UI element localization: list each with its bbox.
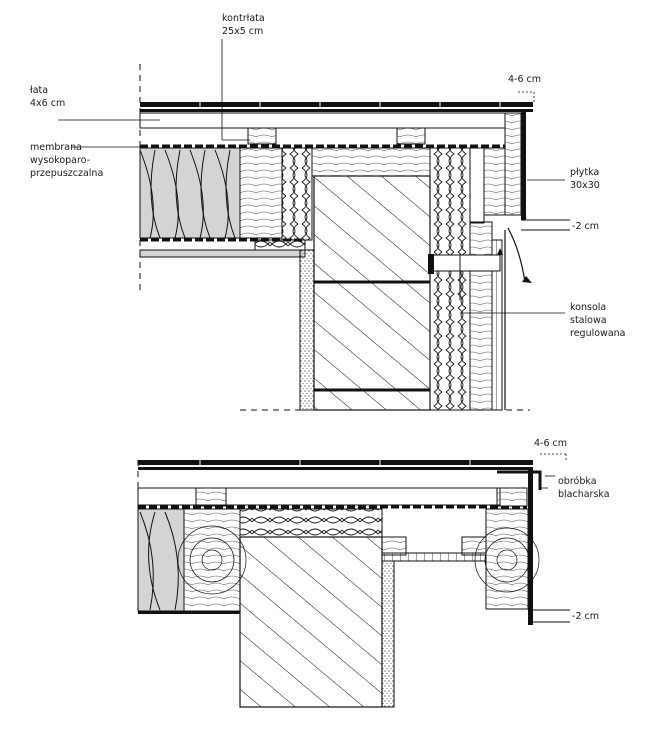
label-membrana-line3: przepuszczalna xyxy=(30,168,103,179)
label-lata-size: 4x6 cm xyxy=(30,98,65,109)
soffit-board xyxy=(381,552,487,562)
roof-insulation xyxy=(139,147,241,239)
label-kontrlata: kontrłata xyxy=(222,13,265,24)
roof-covering-second xyxy=(140,109,533,112)
dimension-top-gap: -2 cm xyxy=(572,221,599,232)
insulation-strip xyxy=(281,147,313,241)
label-kontrlata-size: 25x5 cm xyxy=(222,26,263,37)
label-konsola-line2: stalowa xyxy=(570,315,607,326)
tile-panel xyxy=(521,112,526,220)
facade-cladding xyxy=(469,221,493,411)
label-membrana-line2: wysokoparo- xyxy=(30,155,90,166)
dimension-bottom-gap: -2 cm xyxy=(572,611,599,622)
counter-batten xyxy=(396,127,426,145)
label-plytka: płytka xyxy=(570,167,599,178)
batten-layer xyxy=(137,487,501,506)
label-obrobka: obróbka xyxy=(558,476,597,487)
bottom-detail: 4-6 cm obróbka blacharska -2 cm xyxy=(137,438,610,708)
label-plytka-size: 30x30 xyxy=(570,180,600,191)
dimension-top-overhang: 4-6 cm xyxy=(508,74,541,85)
interior-plaster xyxy=(381,560,395,708)
fascia-flashing xyxy=(528,470,533,625)
dimension-bottom-overhang: 4-6 cm xyxy=(534,438,567,449)
interior-plaster xyxy=(299,249,315,411)
label-konsola-line3: regulowana xyxy=(570,328,625,339)
label-lata: łata xyxy=(30,85,48,96)
roof-covering-top xyxy=(138,460,533,465)
roof-covering-top xyxy=(140,102,533,107)
top-detail: kontrłata 25x5 cm łata 4x6 cm membrana w… xyxy=(30,13,625,411)
air-gap xyxy=(469,147,485,224)
fascia-beam xyxy=(504,112,522,216)
top-plate-timber xyxy=(311,147,431,177)
steel-bracket xyxy=(429,254,501,272)
label-konsola: konsola xyxy=(570,302,606,313)
rafter-end xyxy=(482,147,506,216)
ceiling-board xyxy=(139,249,306,258)
rafter-timber xyxy=(239,147,283,239)
roof-covering-second xyxy=(138,467,533,470)
wall-core xyxy=(313,175,431,411)
wall-insulation xyxy=(429,147,471,411)
wall-core xyxy=(239,536,383,708)
counter-batten xyxy=(195,487,227,507)
counter-batten xyxy=(496,487,528,507)
counter-batten xyxy=(247,127,277,145)
rafter-end xyxy=(485,508,529,610)
batten-layer xyxy=(139,112,506,129)
rafter-timber xyxy=(183,508,241,612)
insulation-strip xyxy=(239,508,383,538)
label-membrana: membrana xyxy=(30,142,82,153)
label-obrobka-line2: blacharska xyxy=(558,489,610,500)
